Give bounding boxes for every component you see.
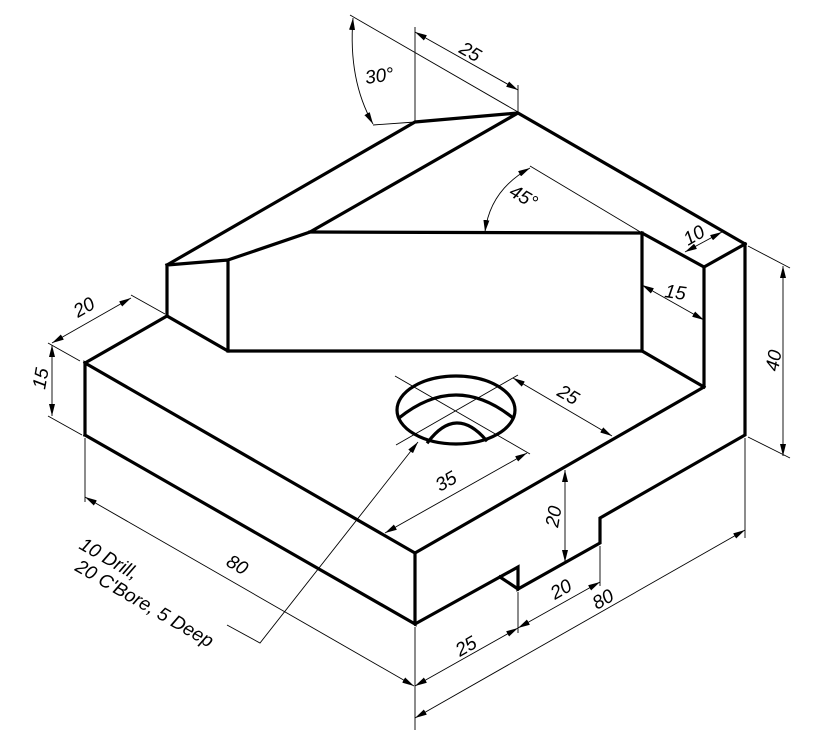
dim-upright-thickness: 10 xyxy=(680,221,709,250)
drill-hole-arc xyxy=(425,421,489,445)
dim-rib-gap: 15 xyxy=(663,281,687,305)
part-outline xyxy=(82,110,748,627)
center-line xyxy=(395,374,519,446)
note-line-2: 20 C'Bore, 5 Deep xyxy=(71,556,217,653)
counterbore-note: 10 Drill, 20 C'Bore, 5 Deep xyxy=(71,534,217,652)
rib-chamfer xyxy=(164,111,519,268)
dim-hole-offset: 25 xyxy=(553,381,583,410)
back-top-edge xyxy=(515,110,748,247)
upright-face xyxy=(639,230,707,270)
dim-overall-width: 80 xyxy=(223,551,252,580)
dim-slot-offset: 25 xyxy=(451,632,481,661)
counterbore-bottom-arc xyxy=(396,393,516,421)
top-front-edge xyxy=(412,241,748,556)
counterbore-hole xyxy=(394,374,531,455)
center-line xyxy=(394,375,531,455)
dim-hole-distance: 35 xyxy=(432,467,461,496)
dim-rib-angle: 45° xyxy=(506,181,542,214)
dimension-lines xyxy=(47,14,791,730)
front-left-face xyxy=(82,360,417,627)
dim-top-angle: 30° xyxy=(364,64,396,89)
front-right-face-edge xyxy=(412,242,747,627)
dim-top-length: 25 xyxy=(455,38,485,67)
rib-left-face xyxy=(165,258,230,353)
dim-overall-height: 40 xyxy=(762,348,786,373)
dim-step-height: 15 xyxy=(29,366,53,391)
rib-top-edge xyxy=(308,230,644,353)
dim-overall-depth: 80 xyxy=(589,585,618,614)
note-leader xyxy=(226,441,419,644)
dim-slot-depth: 20 xyxy=(542,504,567,530)
step-edge xyxy=(82,314,707,390)
dim-slot-width: 20 xyxy=(546,575,576,604)
slot-edge xyxy=(497,574,521,592)
